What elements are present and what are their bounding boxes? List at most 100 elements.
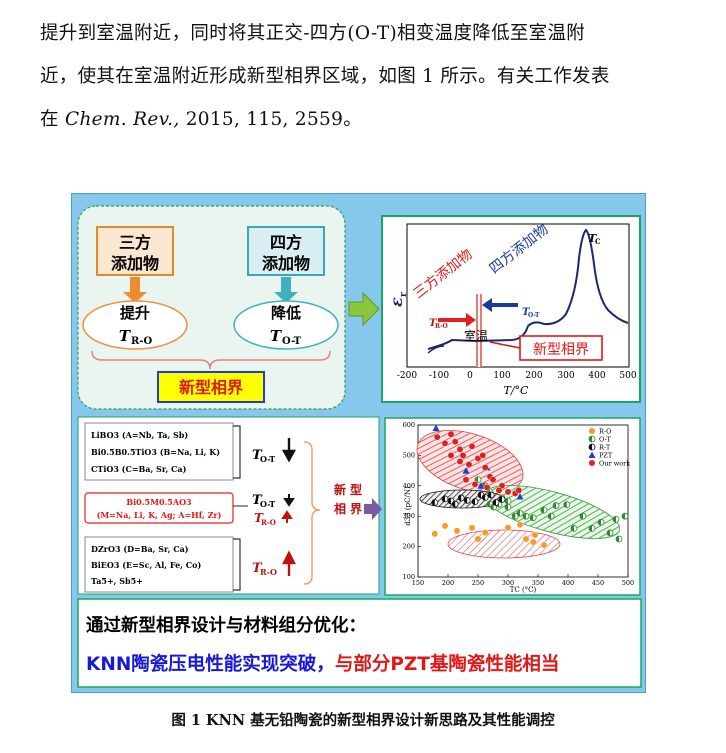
point-o-t-half: [487, 501, 490, 508]
point-r-o: [431, 530, 439, 538]
g2-tro: T: [254, 511, 264, 525]
tetragonal-additive-box: [247, 226, 325, 276]
point-our-work: [515, 486, 523, 494]
group3-box: [84, 536, 234, 593]
nb-char: 型: [350, 482, 362, 497]
nb-char: 相: [334, 501, 346, 516]
legend-marker: [588, 427, 596, 435]
raise-label: 提升: [120, 304, 150, 322]
perm-ylabel: ε: [387, 297, 406, 307]
x-tick-label: 350: [532, 579, 544, 587]
room-temp-label: 室温: [464, 328, 488, 343]
perm-xtick: 400: [588, 371, 605, 381]
tc-label: T: [588, 232, 597, 245]
blue-arrow-left: [482, 298, 518, 312]
point-o-t-half: [523, 513, 526, 520]
point-o-t-half: [580, 513, 583, 520]
tot-label: T: [522, 307, 531, 318]
g3-up-arrow: [282, 550, 296, 576]
point-r-t-half: [431, 499, 435, 506]
point-r-o: [453, 527, 461, 535]
point-our-work: [489, 476, 497, 484]
y-tick-label: 200: [403, 543, 415, 551]
g2-down-arrow: [283, 494, 295, 507]
y-tick-label: 600: [403, 421, 415, 429]
point-r-t-half: [488, 491, 492, 498]
group2-box: [84, 492, 234, 524]
lower-label: 降低: [271, 304, 301, 322]
point-r-o: [474, 535, 482, 543]
point-o-t-half: [505, 498, 508, 504]
summary-red: 与部分PZT基陶瓷性能相当: [335, 653, 560, 675]
line3-prefix: 在: [40, 109, 65, 130]
group2-item: (M=Na, Li, K, Ag; A=Hf, Zr): [97, 510, 222, 520]
rhombo-label-1: 三方: [119, 233, 151, 252]
point-r-t-half: [464, 497, 468, 504]
point-our-work: [456, 458, 464, 465]
new-boundary-label: 新型相界: [179, 378, 243, 397]
point-our-work: [479, 451, 487, 459]
g3-tro-sub: R-O: [260, 567, 277, 577]
permittivity-curve: [427, 228, 629, 350]
g1-tot-sub: O-T: [260, 454, 275, 464]
point-r-t-half: [452, 501, 456, 508]
x-tick-label: 150: [412, 579, 424, 587]
room-temp-band: [476, 294, 482, 367]
point-our-work: [471, 480, 479, 488]
tro-subscript: R-O: [131, 336, 152, 347]
group3-item: DZrO3 (D=Ba, Sr, Ca): [91, 544, 189, 554]
legend-label: R-O: [599, 428, 611, 436]
bracket: [91, 350, 331, 370]
point-r-o: [529, 538, 537, 546]
point-r-o: [504, 524, 512, 532]
systems-bracket: [303, 441, 321, 585]
x-tick-label: 250: [472, 579, 484, 587]
perm-xlabel: T/°C: [504, 384, 530, 397]
point-our-work: [504, 488, 512, 496]
group1-item: CTiO3 (C=Ba, Sr, Ca): [91, 464, 187, 474]
point-o-t-half: [613, 516, 616, 523]
group3-item: Ta5+, Sb5+: [91, 576, 143, 586]
tot-subscript: O-T: [282, 336, 302, 347]
x-tick-label: 500: [622, 579, 634, 587]
legend-marker-half: [589, 444, 592, 450]
point-our-work: [462, 476, 470, 484]
point-o-t-half: [616, 536, 619, 542]
point-o-t-half: [571, 525, 574, 532]
perm-axes: [406, 223, 630, 368]
point-our-work: [483, 483, 491, 491]
g2-tro-sub: R-O: [261, 518, 276, 527]
tetra-label-1: 四方: [270, 233, 302, 252]
tro-symbol: T: [119, 327, 132, 345]
point-r-o: [540, 541, 548, 549]
point-pzt: [516, 492, 524, 500]
scatter-xlabel: TC (°C): [510, 586, 537, 594]
point-o-t-half: [505, 504, 508, 511]
point-o-t-half: [622, 513, 625, 520]
g2-tot-sub: O-T: [260, 499, 275, 509]
orange-down-arrow: [123, 277, 147, 303]
permittivity-panel: [381, 215, 641, 403]
perm-xtick: 0: [467, 371, 473, 381]
point-our-work: [451, 438, 459, 446]
point-o-t-half: [598, 519, 601, 526]
g1-tot: T: [252, 448, 263, 463]
red-arrow-right: [438, 313, 476, 327]
point-our-work: [441, 439, 449, 447]
badge-pointer: [489, 341, 521, 349]
figure-caption: 图 1 KNN 基无铅陶瓷的新型相界设计新思路及其性能调控: [171, 712, 555, 729]
raise-ellipse: [82, 300, 188, 350]
figure-graphic: 三方 添加物 四方 添加物 提升 T R-O 降低 T O-T 新型相界 ε r…: [77, 205, 642, 688]
tetra-label-2: 添加物: [262, 254, 310, 273]
perm-xtick: 500: [619, 371, 636, 381]
point-o-t-half: [607, 529, 610, 536]
y-tick-label: 300: [403, 512, 415, 520]
point-o-t-half: [512, 513, 516, 520]
summary-box: [77, 598, 642, 688]
new-boundary-badge: [519, 335, 603, 361]
point-r-t-half: [493, 499, 496, 506]
paragraph-line-1: 提升到室温附近，同时将其正交-四方(O-T)相变温度降低至室温附: [40, 23, 586, 44]
